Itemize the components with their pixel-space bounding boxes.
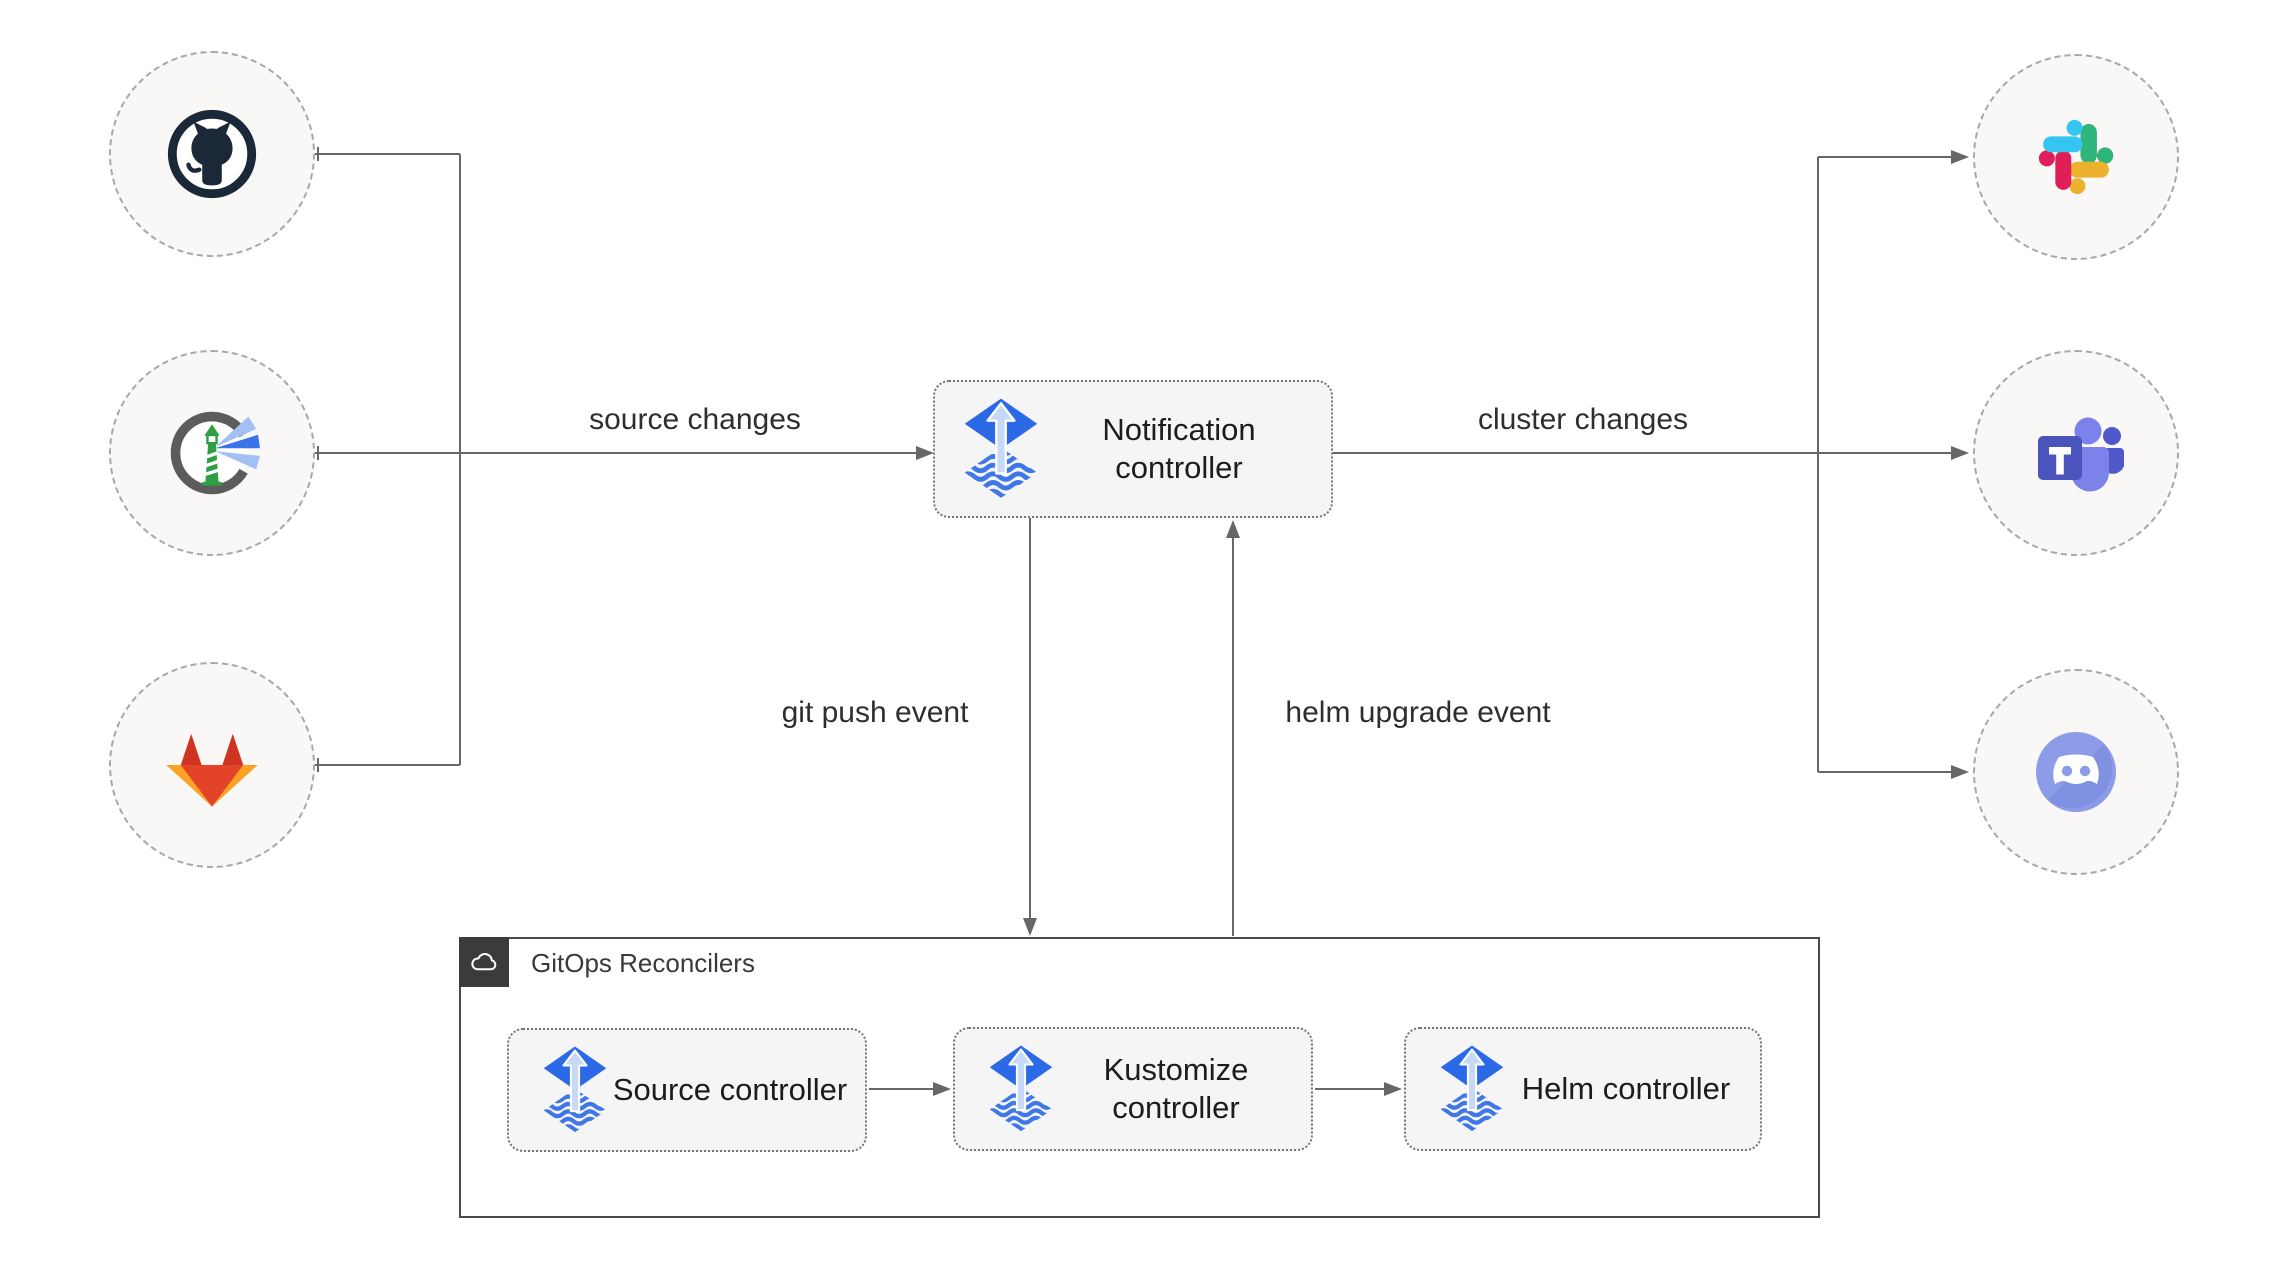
edge-label-helm-upgrade-event: helm upgrade event (1285, 696, 1551, 729)
node-helm-controller: Helm controller (1404, 1027, 1762, 1151)
cloud-icon (469, 952, 499, 972)
discord-icon (2026, 722, 2126, 822)
edge-label-source-changes: source changes (589, 403, 801, 436)
edge-source-changes (460, 446, 934, 460)
edge-helm-upgrade-event (1226, 520, 1240, 936)
flux-icon (541, 1045, 609, 1135)
node-lighthouse (109, 350, 315, 556)
container-tab (459, 937, 509, 987)
node-kustomize-controller: Kustomize controller (953, 1027, 1313, 1151)
edge-label-cluster-changes: cluster changes (1477, 403, 1689, 436)
node-notification-controller: Notification controller (933, 380, 1333, 518)
edge-git-push-event (1023, 518, 1037, 936)
source-merge-lines (315, 147, 461, 772)
lighthouse-icon (164, 405, 260, 501)
flux-icon (987, 1044, 1055, 1134)
node-label: Source controller (612, 1072, 848, 1107)
edge-cluster-changes (1333, 150, 1969, 779)
node-teams (1973, 350, 2179, 556)
edge-label-git-push-event: git push event (781, 696, 969, 729)
node-slack (1973, 54, 2179, 260)
node-github (109, 51, 315, 257)
node-label: Kustomize controller (1103, 1052, 1249, 1125)
node-gitlab (109, 662, 315, 868)
node-label: Notification controller (1102, 412, 1256, 485)
slack-icon (2029, 110, 2123, 204)
container-title: GitOps Reconcilers (531, 948, 755, 978)
node-label: Helm controller (1521, 1071, 1731, 1106)
flux-icon (1438, 1044, 1506, 1134)
gitlab-icon (160, 713, 264, 817)
flux-icon (961, 397, 1041, 501)
github-icon (163, 105, 261, 203)
node-discord (1973, 669, 2179, 875)
teams-icon (2026, 403, 2126, 503)
node-source-controller: Source controller (507, 1028, 867, 1152)
